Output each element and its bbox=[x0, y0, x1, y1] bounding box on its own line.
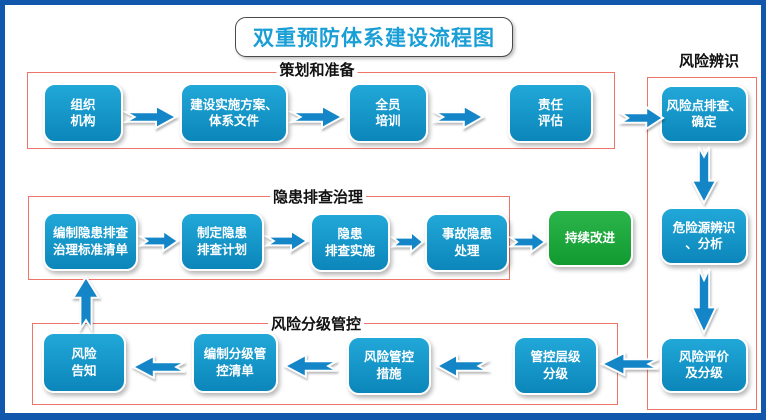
flow-node-label: 确定 bbox=[691, 115, 717, 129]
section-label-risk-identify: 风险辨识 bbox=[675, 53, 743, 71]
flow-node-label: 隐患 bbox=[337, 227, 363, 241]
flow-node-accident: 事故隐患处理 bbox=[425, 213, 509, 272]
flow-node-duty: 责任评估 bbox=[508, 83, 593, 143]
flow-node-label: 编制分级管 bbox=[203, 347, 267, 361]
arrow-check-impl-to-accident-icon bbox=[390, 229, 425, 255]
flow-node-label: 危险源辨识 bbox=[672, 220, 736, 235]
flow-node-ctrl-list: 编制分级管控清单 bbox=[192, 332, 278, 393]
arrow-std-list-to-check-plan-icon bbox=[137, 229, 180, 253]
flow-node-plan-doc: 建设实施方案、体系文件 bbox=[180, 83, 288, 143]
flow-node-check-plan: 制定隐患排查计划 bbox=[180, 212, 264, 271]
flow-node-label: 分级 bbox=[542, 366, 568, 381]
flow-node-risk-point: 风险点排查、确定 bbox=[660, 85, 748, 143]
flow-node-label: 告知 bbox=[71, 363, 97, 378]
flow-node-label: 全员 bbox=[375, 97, 401, 112]
section-label-hazard-check: 隐患排查治理 bbox=[269, 189, 367, 207]
flow-node-label: 措施 bbox=[376, 366, 402, 381]
section-label-plan: 策划和准备 bbox=[276, 62, 358, 80]
flow-node-label: 事故隐患 bbox=[441, 227, 492, 241]
flow-node-label: 排查实施 bbox=[324, 243, 375, 258]
flow-node-label: 控清单 bbox=[216, 363, 254, 378]
flow-node-label: 风险 bbox=[71, 347, 97, 361]
arrow-inform-to-std-list-icon bbox=[71, 275, 101, 333]
arrow-measures-to-ctrl-list-icon bbox=[282, 353, 338, 379]
flow-node-label: 持续改进 bbox=[564, 230, 615, 245]
flow-node-label: 处理 bbox=[454, 243, 480, 258]
flow-node-risk-eval: 风险评价及分级 bbox=[660, 337, 748, 393]
arrow-accident-to-improve-icon bbox=[508, 229, 547, 255]
flow-node-label: 排查计划 bbox=[196, 242, 247, 257]
flow-node-std-list: 编制隐患排查治理标准清单 bbox=[43, 212, 138, 271]
flow-node-label: 风险管控 bbox=[363, 350, 414, 364]
diagram-title-box: 双重预防体系建设流程图 bbox=[235, 17, 513, 57]
flow-node-hazard-source: 危险源辨识、分析 bbox=[660, 207, 748, 265]
section-frame-risk-identify bbox=[647, 77, 757, 410]
arrow-check-plan-to-check-impl-icon bbox=[263, 229, 309, 253]
flow-node-label: 风险评价 bbox=[678, 349, 729, 364]
arrow-training-to-duty-icon bbox=[431, 104, 486, 130]
flow-node-inform: 风险告知 bbox=[42, 332, 126, 393]
diagram-title: 双重预防体系建设流程图 bbox=[253, 27, 495, 50]
flow-node-label: 、分析 bbox=[685, 237, 723, 251]
flow-node-label: 培训 bbox=[375, 114, 401, 128]
flow-node-training: 全员培训 bbox=[348, 83, 428, 143]
flow-node-label: 及分级 bbox=[685, 366, 723, 380]
section-label-risk-control: 风险分级管控 bbox=[267, 316, 365, 334]
flow-node-label: 体系文件 bbox=[208, 114, 259, 128]
arrow-plan-doc-to-training-icon bbox=[288, 104, 345, 130]
flow-node-check-impl: 隐患排查实施 bbox=[310, 213, 390, 272]
flow-node-improve: 持续改进 bbox=[547, 209, 633, 267]
flow-node-label: 治理标准清单 bbox=[52, 242, 128, 257]
flow-node-label: 建设实施方案、 bbox=[190, 97, 278, 112]
flow-node-label: 责任 bbox=[537, 97, 563, 112]
flow-node-label: 机构 bbox=[70, 114, 96, 128]
arrow-risk-point-to-hazard-source-icon bbox=[690, 146, 718, 206]
section-frame-hazard-check bbox=[28, 196, 510, 280]
arrow-levels-to-measures-icon bbox=[434, 353, 491, 379]
arrow-risk-eval-to-levels-icon bbox=[599, 351, 659, 377]
arrow-hazard-source-to-risk-eval-icon bbox=[690, 268, 718, 336]
flow-node-label: 风险点排查、 bbox=[666, 98, 742, 113]
flow-node-label: 制定隐患 bbox=[196, 226, 247, 240]
flow-node-label: 编制隐患排查 bbox=[52, 226, 128, 240]
arrow-org-to-plan-doc-icon bbox=[122, 104, 179, 130]
flow-node-label: 评估 bbox=[537, 114, 563, 128]
arrow-duty-to-risk-point-icon bbox=[617, 105, 665, 131]
flow-node-org: 组织机构 bbox=[43, 83, 123, 143]
flow-node-levels: 管控层级分级 bbox=[513, 336, 598, 395]
flow-node-label: 管控层级 bbox=[530, 350, 581, 364]
flow-node-measures: 风险管控措施 bbox=[347, 336, 431, 395]
flow-node-label: 组织 bbox=[70, 97, 96, 112]
arrow-ctrl-list-to-inform-icon bbox=[130, 354, 186, 380]
